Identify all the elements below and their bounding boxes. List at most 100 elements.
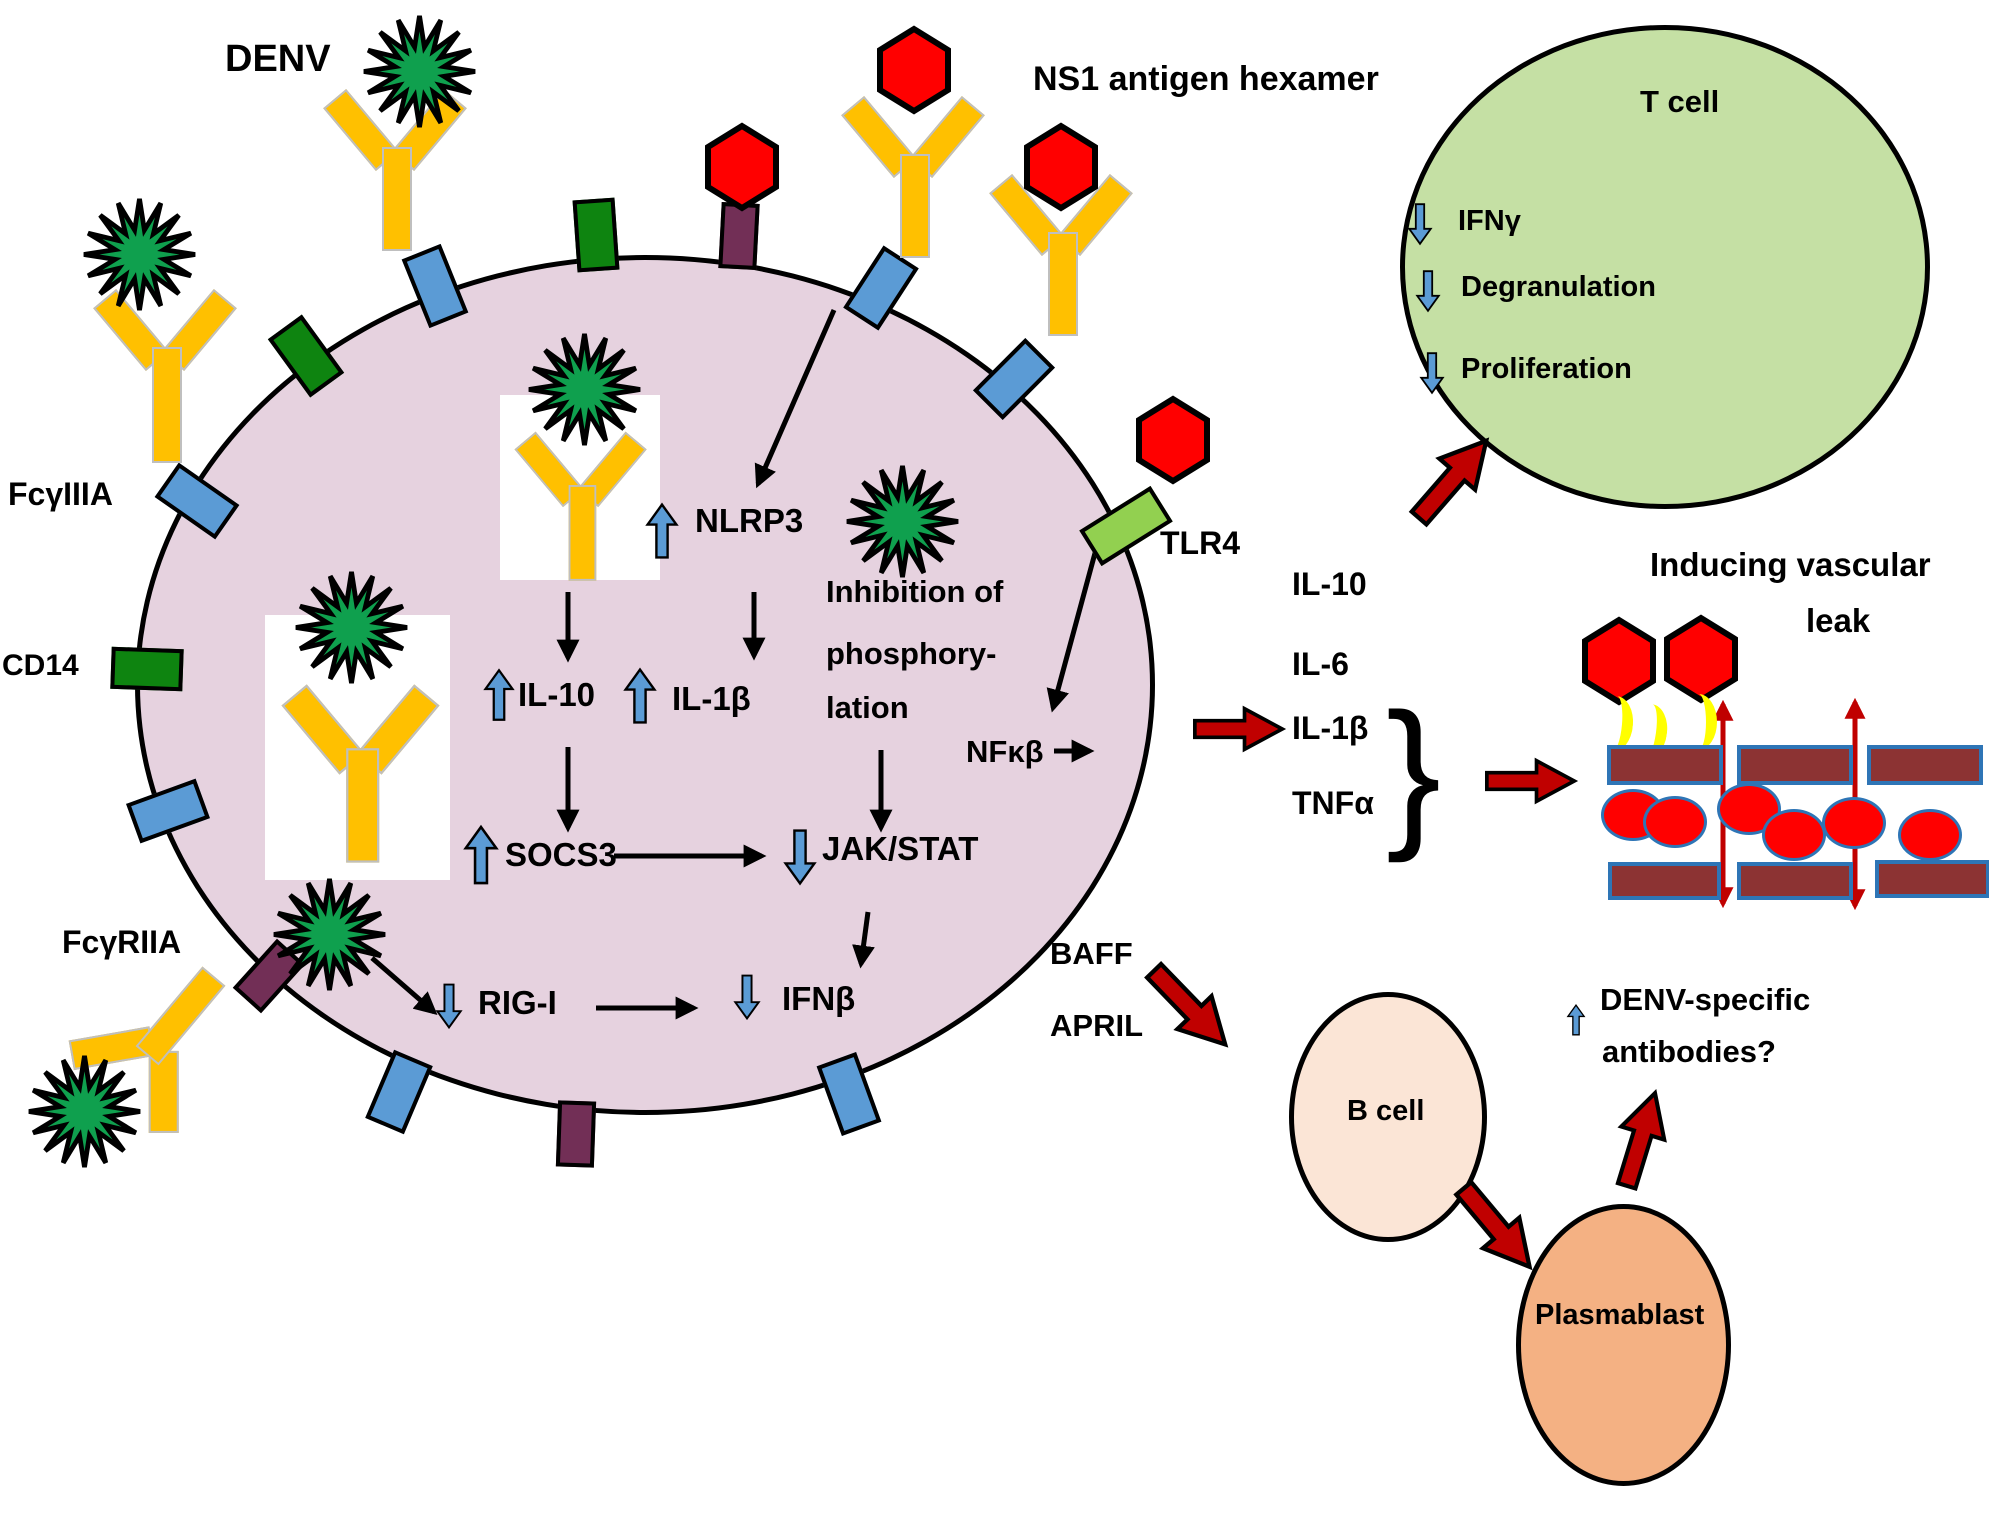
down-arrow-icon [435,983,463,1030]
label-socs3: SOCS3 [505,836,617,873]
label-cytokine-il10: IL-10 [1292,566,1367,602]
label-cytokine-tnfa: TNFα [1292,785,1374,821]
ns1-hexamer-icon [1664,614,1738,704]
label-cytokine-il6: IL-6 [1292,646,1349,682]
red-blood-cell-icon [1643,796,1707,848]
label-b-cell: B cell [1347,1095,1425,1127]
antibody-icon [989,170,1133,345]
label-nfkb: NFκβ [966,734,1044,769]
label-il10-inside: IL-10 [518,676,596,713]
label-denv-specific: DENV-specific [1600,982,1811,1017]
black-signal-arrows [370,308,1101,1020]
endothelial-cell [1737,862,1853,900]
block-arrow-icon [1615,1089,1667,1192]
arrow-virus-to-rigi [370,956,438,1016]
denv-virus-icon [295,571,408,684]
up-arrow-icon [645,502,679,559]
up-arrow-icon [1566,1003,1586,1036]
label-il1b-inside: IL-1β [672,680,751,717]
label-antibodies: antibodies? [1602,1034,1776,1069]
antibody-icon [281,680,440,873]
arrow-tlr4-to-nfkb [1046,541,1101,713]
ns1-hexamer-icon [1582,616,1656,706]
antibody-arm [148,1050,179,1133]
ns1-hexamer-icon [705,122,779,212]
block-arrow-icon [1193,705,1287,753]
up-arrow-icon [463,824,499,885]
denv-virus-icon [363,15,476,128]
label-degranulation: Degranulation [1461,271,1656,303]
label-inhibition-line1: Inhibition of [826,574,1004,609]
b-cell [1289,992,1487,1242]
label-april: APRIL [1050,1008,1143,1043]
denv-virus-icon [83,198,196,311]
antibody-icon [93,285,237,463]
up-arrow-icon [483,668,515,721]
inflammation-crescent-icon [1680,694,1717,750]
label-nlrp3: NLRP3 [695,502,804,539]
fcgriia-receptor-icon [718,202,760,270]
t-cell [1400,25,1930,509]
label-jakstat: JAK/STAT [822,830,979,867]
down-arrow-icon [1419,352,1445,395]
antibody-stem [346,748,380,863]
red-blood-cell-icon [1898,809,1962,861]
ns1-hexamer-icon [1136,395,1210,485]
cd14-receptor-icon [110,646,184,692]
label-baff: BAFF [1050,936,1133,971]
down-arrow-icon [783,829,817,886]
block-arrow-icon [1408,437,1490,528]
label-inducing-vascular: Inducing vascular [1650,546,1931,583]
down-arrow-icon [1407,203,1433,246]
label-leak: leak [1806,602,1871,639]
fcgriia-receptor-icon [555,1100,597,1168]
down-arrow-icon [733,974,761,1021]
cd14-receptor-icon [572,197,620,273]
endothelial-cell [1875,860,1989,898]
label-t-cell: T cell [1640,84,1720,119]
ns1-hexamer-icon [877,25,951,115]
antibody-stem [382,147,412,251]
antibody-icon [514,428,647,589]
label-cd14: CD14 [2,649,79,682]
block-arrow-icon [1485,757,1579,805]
label-proliferation: Proliferation [1461,353,1632,385]
denv-virus-icon [28,1055,141,1168]
plasmablast-cell [1516,1204,1731,1486]
antibody-icon [841,92,985,267]
endothelial-cell [1608,862,1721,900]
cytokine-brace: } [1386,679,1442,863]
label-ifnb: IFNβ [782,980,856,1017]
arrow-ns1-to-nlrp3 [754,308,837,489]
label-ifng: IFNγ [1458,205,1521,237]
antibody-stem [568,485,597,581]
endothelial-cell [1867,745,1983,785]
red-blood-cell-icon [1822,797,1886,849]
antibody-stem [135,966,226,1066]
label-inhibition-line3: lation [826,690,909,725]
denv-virus-icon [273,878,386,991]
block-arrow-icon [1144,961,1229,1048]
label-fcgiiia: FcγIIIA [8,476,113,512]
label-cytokine-il1b: IL-1β [1292,710,1369,746]
label-fcgriia: FcγRIIA [62,924,182,960]
label-inhibition-line2: phosphory- [826,636,997,671]
red-blood-cell-icon [1762,809,1826,861]
arrow-jakstat-to-ifnb [852,911,875,969]
ns1-hexamer-icon [1024,122,1098,212]
antibody-stem [900,154,930,258]
block-arrow-icon [1453,1179,1533,1271]
antibody-icon [323,85,467,260]
denv-virus-icon [528,333,641,446]
label-rigi: RIG-I [478,984,557,1021]
antibody-stem [152,347,182,463]
label-denv: DENV [225,38,331,80]
down-arrow-icon [1415,270,1441,313]
endothelial-cell [1607,745,1723,785]
label-ns1-hexamer: NS1 antigen hexamer [1033,60,1379,98]
label-tlr4: TLR4 [1160,525,1240,561]
up-arrow-icon [623,667,657,724]
label-plasmablast: Plasmablast [1535,1299,1705,1331]
antibody-stem [1048,232,1078,336]
